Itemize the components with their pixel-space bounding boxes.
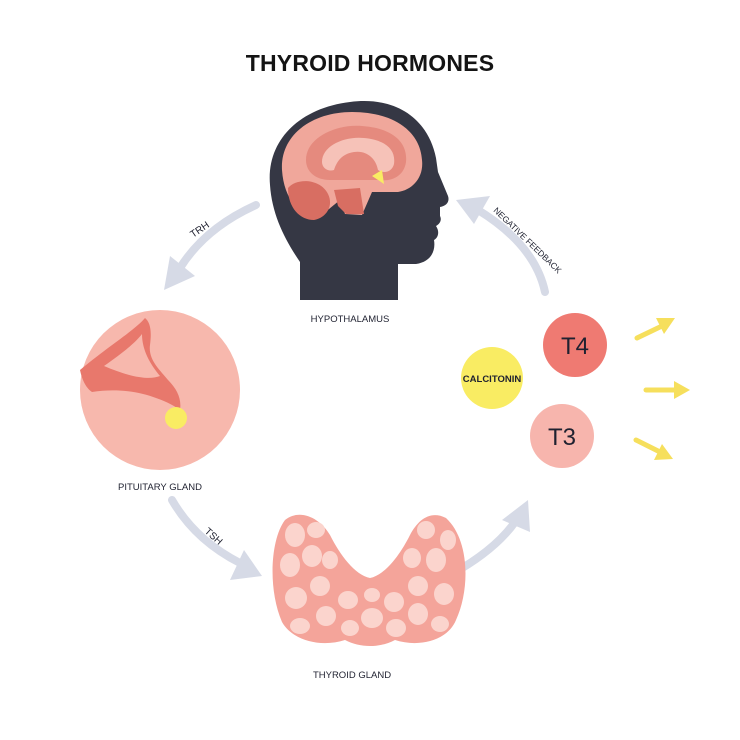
t3-label: T3 [548,424,576,451]
hormone-t3: T3 [530,404,594,468]
arrow-trh-head [164,256,195,290]
arrow-trh [176,201,260,272]
pituitary-tissue-light [104,334,160,378]
t4-label: T4 [561,333,589,360]
arrow-negative-feedback-head [456,196,490,224]
cerebellum [288,181,331,220]
negative-feedback-label: NEGATIVE FEEDBACK [492,205,564,275]
hypothalamus-head [269,101,449,301]
pituitary-gland-illustration [80,310,240,470]
hypothalamus-label: HYPOTHALAMUS [311,314,390,325]
hypothalamus-marker [372,170,384,184]
hormone-t4: T4 [543,313,607,377]
t4-circle [543,313,607,377]
pituitary-gland-dot [165,407,187,429]
t3-circle [530,404,594,468]
calcitonin-circle [461,347,523,409]
arrow-negative-feedback [474,206,549,296]
arrow-thyroid-to-hormones-head [502,500,530,532]
pituitary-label: PITUITARY GLAND [118,482,202,493]
arrow-tsh [168,496,244,567]
thyroid-label: THYROID GLAND [313,670,391,681]
output-arrow-down [633,437,673,460]
calcitonin-label: CALCITONIN [463,374,522,385]
thyroid-lobules [280,521,456,637]
brainstem [334,188,364,214]
diagram-title: THYROID HORMONES [245,50,495,76]
output-arrow-up [634,318,675,341]
output-arrow-right [643,381,690,399]
corpus-callosum [322,137,395,172]
thyroid-gland-illustration [272,514,466,646]
hormone-calcitonin: CALCITONIN [461,347,523,409]
arrow-tsh-head [230,550,262,580]
